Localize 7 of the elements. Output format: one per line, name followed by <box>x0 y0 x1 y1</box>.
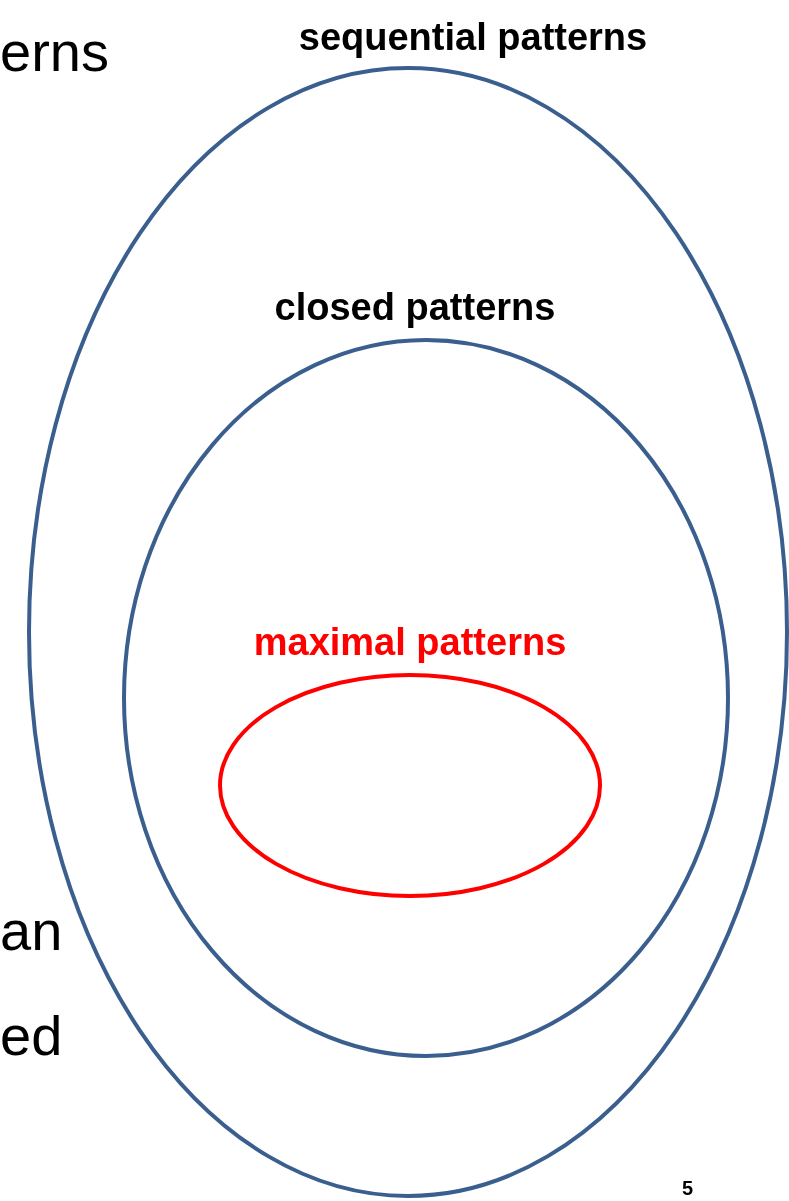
slide-text: an <box>0 903 63 959</box>
slide-text: 5 <box>682 1178 694 1198</box>
region-heading: sequential patterns <box>298 18 648 56</box>
region-heading: closed patterns <box>274 288 556 326</box>
slide-text: ed <box>0 1008 63 1064</box>
region-heading: maximal patterns <box>253 623 567 661</box>
slide-text: erns <box>0 24 109 80</box>
